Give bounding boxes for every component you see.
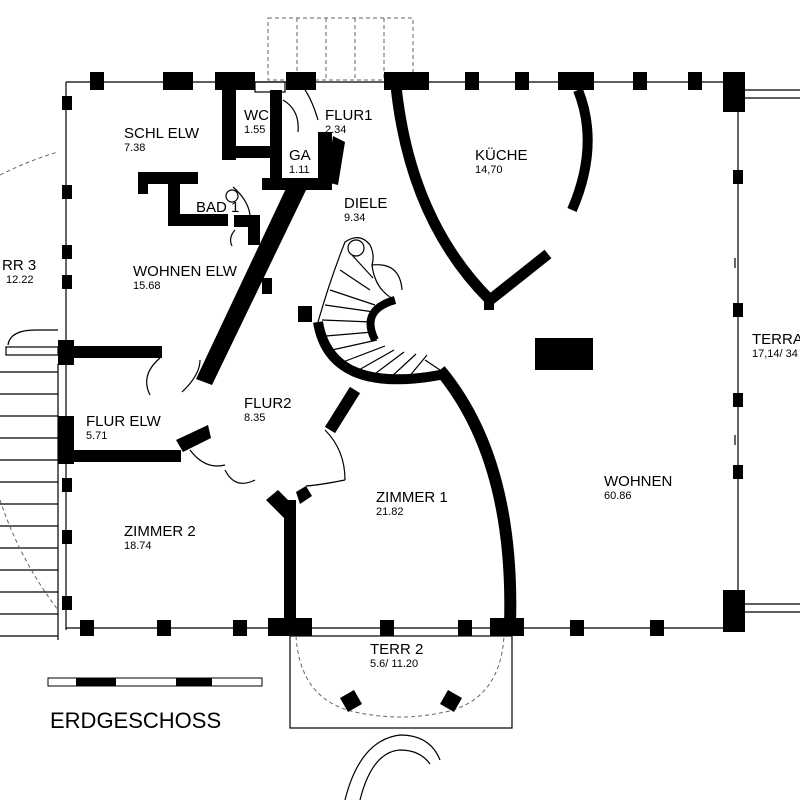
- room-name-diele: DIELE: [344, 195, 387, 212]
- room-area-flur1: 2.34: [325, 124, 346, 136]
- room-area-wc: 1.55: [244, 124, 265, 136]
- room-name-kueche: KÜCHE: [475, 146, 528, 164]
- room-name-flur1: FLUR1: [325, 107, 373, 124]
- scale-bar: [47, 677, 263, 687]
- room-name-terra: TERRA: [752, 331, 800, 348]
- door-swings: [5, 89, 346, 487]
- room-name-ga: GA: [289, 147, 311, 164]
- exterior-stair-left: [0, 151, 59, 640]
- room-area-wohnen: 60.86: [604, 490, 632, 502]
- room-name-zimmer1: ZIMMER 1: [376, 489, 448, 506]
- room-name-wohnen-elw: WOHNEN ELW: [133, 263, 238, 280]
- room-area-zimmer1: 21.82: [376, 506, 404, 518]
- room-name-terr3: RR 3: [2, 257, 36, 274]
- room-area-terr3: 12.22: [6, 274, 34, 286]
- exterior-outline: [65, 81, 800, 630]
- room-area-terra: 17,14/ 34: [752, 348, 798, 360]
- entrance-canopy: [267, 17, 414, 81]
- room-area-terr2: 5.6/ 11.20: [370, 658, 418, 670]
- fixtures: [225, 81, 736, 445]
- room-area-flur2: 8.35: [244, 412, 265, 424]
- plan-title: ERDGESCHOSS: [50, 708, 221, 733]
- room-area-wohnen-elw: 15.68: [133, 280, 161, 292]
- room-area-diele: 9.34: [344, 212, 365, 224]
- curved-walls: [313, 85, 593, 626]
- spiral-stair: [317, 237, 442, 379]
- terrace-bottom: [289, 635, 513, 800]
- room-area-schl-elw: 7.38: [124, 142, 145, 154]
- room-name-terr2: TERR 2: [370, 641, 423, 658]
- room-name-flur-elw: FLUR ELW: [86, 413, 162, 430]
- room-area-ga: 1.11: [289, 164, 310, 176]
- room-name-bad1: BAD 1: [196, 199, 239, 216]
- room-name-flur2: FLUR2: [244, 395, 292, 412]
- room-area-zimmer2: 18.74: [124, 540, 152, 552]
- room-name-wc: WC: [244, 107, 269, 124]
- room-area-bad1: 2.78: [196, 215, 217, 227]
- room-name-zimmer2: ZIMMER 2: [124, 523, 196, 540]
- room-area-kueche: 14,70: [475, 164, 503, 176]
- room-area-flur-elw: 5.71: [86, 430, 107, 442]
- interior-walls: [66, 90, 494, 625]
- diagonal-walls: [176, 136, 345, 518]
- room-name-schl-elw: SCHL ELW: [124, 125, 200, 142]
- room-labels: SCHL ELW 7.38 WC 1.55 FLUR1 2.34 GA 1.11…: [2, 107, 800, 670]
- room-name-wohnen: WOHNEN: [604, 473, 672, 490]
